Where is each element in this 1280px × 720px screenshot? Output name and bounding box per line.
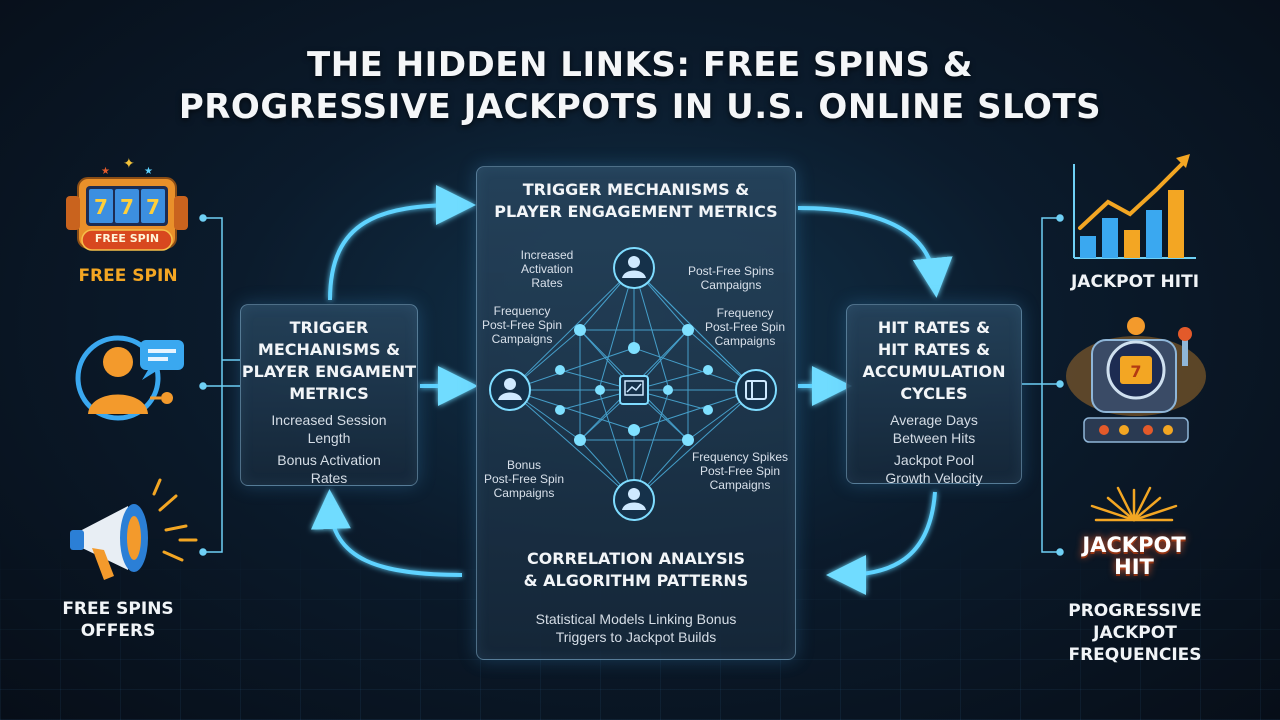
label-bottom-right-line-1: Frequency Spikes	[691, 450, 789, 464]
left-panel-sub-2-line-1: Bonus Activation	[277, 452, 381, 468]
right-panel-heading-line-3: ACCUMULATION	[862, 362, 1006, 381]
label-mid-right-line-3: Campaigns	[714, 334, 776, 348]
label-mid-right: Frequency Post-Free Spin Campaigns	[696, 306, 794, 348]
label-bottom-right-line-2: Post-Free Spin	[699, 464, 781, 478]
title-line-2: PROGRESSIVE JACKPOTS IN U.S. ONLINE SLOT…	[178, 87, 1102, 127]
left-bracket	[199, 214, 240, 556]
left-panel-sub-2: Bonus Activation Rates	[241, 451, 417, 487]
progressive-jackpot-frequencies-label: PROGRESSIVE JACKPOT FREQUENCIES	[1050, 600, 1220, 666]
label-bottom-left-line-1: Bonus	[506, 458, 542, 472]
fireworks-icon	[1090, 486, 1178, 522]
correlation-subtext: Statistical Models Linking Bonus Trigger…	[476, 610, 796, 646]
analytics-center-icon	[619, 375, 649, 405]
label-top-left-line-2: Activation	[520, 262, 574, 276]
right-panel-sub-1-line-1: Average Days	[890, 412, 978, 428]
free-spin-label: FREE SPIN	[78, 266, 178, 286]
left-panel-heading-line-2: MECHANISMS &	[257, 340, 401, 359]
progressive-line-2: JACKPOT	[1093, 623, 1177, 643]
right-metrics-panel: HIT RATES & HIT RATES & ACCUMULATION CYC…	[846, 304, 1022, 487]
progressive-line-1: PROGRESSIVE	[1068, 601, 1202, 621]
free-spins-offers-label: FREE SPINS OFFERS	[50, 598, 186, 642]
center-panel-heading: TRIGGER MECHANISMS & PLAYER ENGAGEMENT M…	[477, 179, 795, 223]
right-panel-heading-line-4: CYCLES	[900, 384, 968, 403]
label-mid-left-line-3: Campaigns	[491, 332, 553, 346]
label-top-left: Increased Activation Rates	[502, 248, 592, 290]
flow-arrows	[310, 185, 953, 595]
device-node-right-icon	[735, 369, 777, 411]
progressive-line-3: FREQUENCIES	[1068, 645, 1202, 665]
right-panel-heading-line-2: HIT RATES &	[877, 340, 991, 359]
player-chat-icon	[75, 335, 184, 421]
free-spin-badge-text: FREE SPIN	[94, 232, 160, 245]
label-top-left-line-3: Rates	[531, 276, 563, 290]
label-top-left-line-1: Increased	[520, 248, 574, 262]
left-panel-sub-1-line-1: Increased Session	[271, 412, 387, 428]
left-panel-sub-2-line-2: Rates	[310, 470, 348, 486]
right-bracket	[1022, 214, 1064, 556]
right-panel-sub-1-line-2: Between Hits	[892, 430, 976, 446]
correlation-heading-line-1: CORRELATION ANALYSIS	[526, 549, 746, 568]
correlation-heading: CORRELATION ANALYSIS & ALGORITHM PATTERN…	[476, 548, 796, 592]
label-mid-right-line-2: Post-Free Spin	[704, 320, 786, 334]
right-panel-sub-1: Average Days Between Hits	[847, 411, 1021, 447]
svg-text:✦: ✦	[123, 156, 135, 172]
left-panel-heading-line-3: PLAYER ENGAMENT	[241, 362, 417, 381]
svg-text:7: 7	[146, 195, 160, 219]
jackpot-hit-label: JACKPOT HITI	[1070, 272, 1200, 292]
network-hub-nodes	[489, 247, 777, 521]
network-nodes	[555, 324, 713, 446]
center-panel-heading-line-2: PLAYER ENGAGEMENT METRICS	[494, 202, 778, 221]
label-mid-left-line-1: Frequency	[493, 304, 551, 318]
jackpot-hit-badge: JACKPOT HIT	[1064, 534, 1204, 578]
label-mid-left: Frequency Post-Free Spin Campaigns	[474, 304, 570, 346]
svg-text:★: ★	[101, 166, 110, 177]
left-metrics-panel: TRIGGER MECHANISMS & PLAYER ENGAMENT MET…	[240, 304, 418, 486]
svg-text:★: ★	[144, 166, 153, 177]
free-spins-offers-line-2: OFFERS	[80, 621, 156, 641]
correlation-heading-line-2: & ALGORITHM PATTERNS	[523, 571, 749, 590]
rising-bar-chart-icon	[1073, 154, 1196, 259]
jackpot-hit-badge-line-2: HIT	[1114, 555, 1154, 579]
label-mid-left-line-2: Post-Free Spin	[481, 318, 563, 332]
page-title: THE HIDDEN LINKS: FREE SPINS & PROGRESSI…	[0, 44, 1280, 128]
right-panel-sub-2-line-2: Growth Velocity	[885, 470, 983, 486]
center-panel-heading-line-1: TRIGGER MECHANISMS &	[522, 180, 750, 199]
left-panel-sub-1: Increased Session Length	[241, 411, 417, 447]
jackpot-hit-badge-line-1: JACKPOT	[1082, 533, 1186, 557]
title-line-1: THE HIDDEN LINKS: FREE SPINS &	[307, 45, 973, 85]
label-top-right: Post-Free Spins Campaigns	[676, 264, 786, 292]
right-panel-heading: HIT RATES & HIT RATES & ACCUMULATION CYC…	[847, 317, 1021, 405]
label-bottom-right: Frequency Spikes Post-Free Spin Campaign…	[684, 450, 796, 492]
svg-text:7: 7	[1130, 362, 1141, 381]
label-top-right-line-1: Post-Free Spins	[687, 264, 775, 278]
correlation-subtext-line-1: Statistical Models Linking Bonus	[535, 611, 737, 627]
slot-machine-icon: ✦ ★ ★ 7 7 7	[66, 156, 188, 251]
label-top-right-line-2: Campaigns	[700, 278, 762, 292]
right-panel-sub-2-line-1: Jackpot Pool	[893, 452, 975, 468]
svg-text:7: 7	[94, 195, 108, 219]
svg-text:7: 7	[120, 195, 134, 219]
left-panel-heading: TRIGGER MECHANISMS & PLAYER ENGAMENT MET…	[241, 317, 417, 405]
left-panel-heading-line-4: METRICS	[289, 384, 369, 403]
left-panel-sub-1-line-2: Length	[307, 430, 351, 446]
label-bottom-left: Bonus Post-Free Spin Campaigns	[474, 458, 574, 500]
label-bottom-left-line-3: Campaigns	[493, 486, 555, 500]
free-spins-offers-line-1: FREE SPINS	[62, 599, 174, 619]
right-panel-heading-line-1: HIT RATES &	[877, 318, 991, 337]
label-mid-right-line-1: Frequency	[716, 306, 774, 320]
label-bottom-right-line-3: Campaigns	[709, 478, 771, 492]
label-bottom-left-line-2: Post-Free Spin	[483, 472, 565, 486]
right-panel-sub-2: Jackpot Pool Growth Velocity	[847, 451, 1021, 487]
megaphone-icon	[70, 478, 198, 580]
left-panel-heading-line-1: TRIGGER	[289, 318, 369, 337]
correlation-subtext-line-2: Triggers to Jackpot Builds	[555, 629, 717, 645]
jackpot-machine-icon: 7	[1066, 317, 1206, 443]
